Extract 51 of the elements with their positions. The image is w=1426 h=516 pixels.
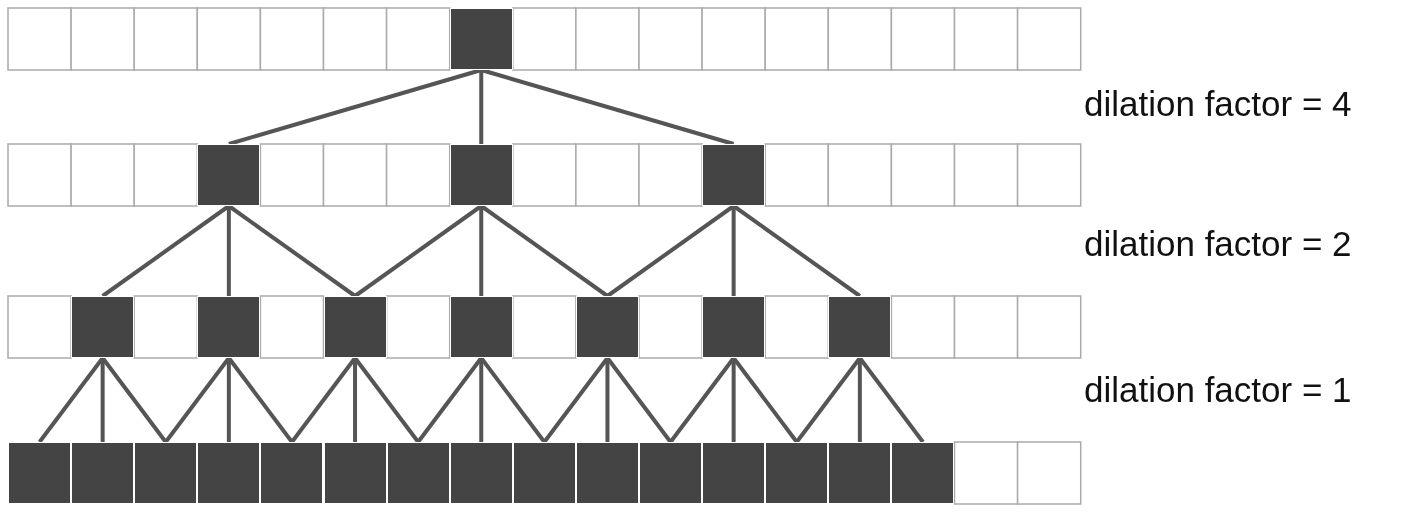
filled-cell [71, 442, 135, 504]
connection-line [858, 356, 925, 444]
filled-cell [197, 296, 261, 358]
connection-line [480, 204, 609, 298]
filled-cell [449, 442, 513, 504]
filled-cell [449, 296, 513, 358]
filled-cell [828, 442, 892, 504]
dilation-label: dilation factor = 4 [1084, 84, 1352, 124]
connection-line [479, 70, 484, 144]
connection-line [226, 206, 231, 296]
filled-cell [197, 442, 261, 504]
filled-cell [449, 144, 513, 206]
filled-cell [891, 442, 955, 504]
connection-line [605, 358, 610, 442]
filled-cell [702, 144, 766, 206]
connection-line [101, 356, 168, 444]
filled-cell [512, 442, 576, 504]
filled-cell [449, 8, 513, 70]
connection-line [731, 358, 736, 442]
connection-line [732, 356, 799, 444]
connection-line [226, 358, 231, 442]
connection-line [479, 206, 484, 296]
connection-line [227, 356, 294, 444]
filled-cell [702, 442, 766, 504]
filled-cell [323, 442, 387, 504]
connection-line [101, 204, 230, 298]
connection-line [480, 68, 735, 146]
filled-cell [386, 442, 450, 504]
connection-line [606, 204, 735, 298]
connection-line [228, 68, 482, 146]
connection-line [353, 358, 358, 442]
filled-cell [260, 442, 324, 504]
connection-line [857, 358, 862, 442]
filled-cell [71, 296, 135, 358]
filled-cell [765, 442, 829, 504]
connection-line [732, 204, 861, 298]
filled-cell [8, 442, 72, 504]
connection-line [731, 206, 736, 296]
filled-cell [702, 296, 766, 358]
connection-line [479, 358, 484, 442]
filled-cell [575, 442, 639, 504]
connection-line [100, 358, 105, 442]
filled-cell [639, 442, 703, 504]
dilation-label: dilation factor = 2 [1084, 224, 1352, 264]
filled-cell [134, 442, 198, 504]
dilation-label: dilation factor = 1 [1084, 370, 1352, 410]
filled-cell [323, 296, 387, 358]
filled-cell [197, 144, 261, 206]
filled-cell [575, 296, 639, 358]
connection-line [227, 204, 357, 298]
filled-cell [828, 296, 892, 358]
